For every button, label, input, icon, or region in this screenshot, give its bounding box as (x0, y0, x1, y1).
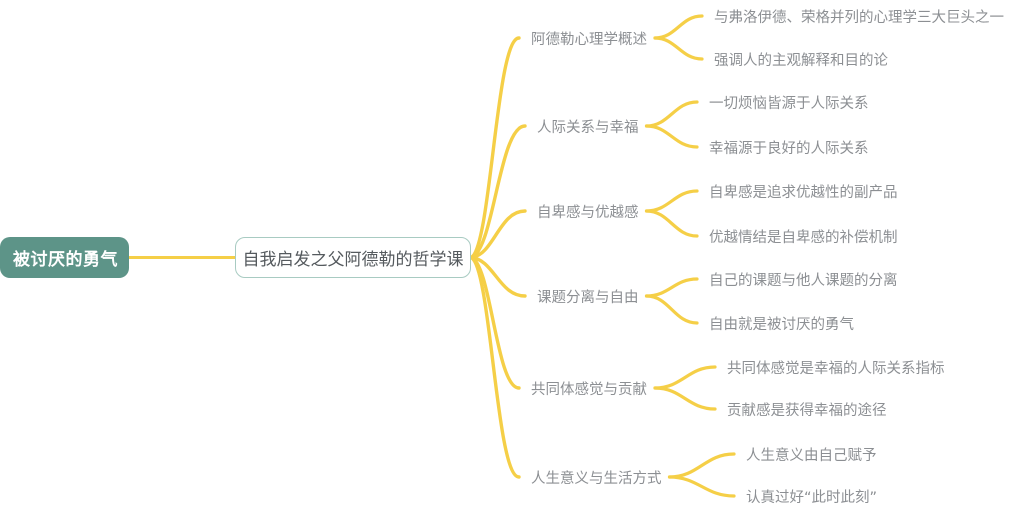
leaf-node-label: 贡献感是获得幸福的途径 (727, 402, 887, 419)
leaf-node[interactable]: 共同体感觉是幸福的人际关系指标 (727, 357, 945, 377)
leaf-node-label: 自卑感是追求优越性的副产品 (709, 184, 898, 201)
connector-path (644, 277, 699, 298)
connector-path (469, 124, 527, 260)
connector-path (644, 189, 699, 213)
topic-node-label: 阿德勒心理学概述 (531, 31, 647, 48)
leaf-node-label: 优越情结是自卑感的补偿机制 (709, 229, 898, 246)
main-node-label: 自我启发之父阿德勒的哲学课 (242, 250, 464, 270)
leaf-node[interactable]: 自卑感是追求优越性的副产品 (709, 181, 898, 201)
leaf-node[interactable]: 贡献感是获得幸福的途径 (727, 399, 887, 419)
connector-path (644, 209, 699, 238)
topic-node[interactable]: 阿德勒心理学概述 (531, 28, 647, 48)
connector-path (653, 14, 704, 40)
connector-path (644, 294, 699, 325)
topic-node-label: 自卑感与优越感 (537, 204, 639, 221)
leaf-node[interactable]: 一切烦恼皆源于人际关系 (709, 92, 869, 112)
connector-path (469, 36, 521, 260)
connector-path (653, 386, 717, 411)
connector-path (667, 452, 736, 479)
topic-node[interactable]: 自卑感与优越感 (537, 201, 639, 221)
connector-path (653, 36, 704, 61)
topic-node-label: 人生意义与生活方式 (531, 470, 662, 487)
connector-path (644, 100, 699, 128)
topic-node[interactable]: 课题分离与自由 (537, 286, 639, 306)
leaf-node[interactable]: 人生意义由自己赋予 (746, 444, 877, 464)
connector-path (644, 124, 699, 149)
connector-path (653, 365, 717, 390)
topic-node-label: 课题分离与自由 (537, 289, 639, 306)
leaf-node-label: 强调人的主观解释和目的论 (714, 52, 888, 69)
connector-path (469, 255, 521, 390)
leaf-node[interactable]: 优越情结是自卑感的补偿机制 (709, 226, 898, 246)
main-node[interactable]: 自我启发之父阿德勒的哲学课 (235, 237, 471, 278)
leaf-node-label: 自己的课题与他人课题的分离 (709, 272, 898, 289)
connector-path (667, 475, 736, 498)
leaf-node-label: 一切烦恼皆源于人际关系 (709, 95, 869, 112)
connector-path (469, 255, 527, 298)
topic-node[interactable]: 人际关系与幸福 (537, 116, 639, 136)
leaf-node-label: 认真过好“此时此刻” (746, 489, 878, 506)
leaf-node-label: 共同体感觉是幸福的人际关系指标 (727, 360, 945, 377)
connector-path (469, 209, 527, 260)
leaf-node-label: 与弗洛伊德、荣格并列的心理学三大巨头之一 (714, 9, 1004, 26)
leaf-node-label: 自由就是被讨厌的勇气 (709, 316, 854, 333)
leaf-node[interactable]: 认真过好“此时此刻” (746, 486, 877, 506)
leaf-node[interactable]: 自由就是被讨厌的勇气 (709, 313, 854, 333)
connector-path (469, 255, 521, 479)
topic-node[interactable]: 人生意义与生活方式 (531, 467, 662, 487)
root-node[interactable]: 被讨厌的勇气 (0, 237, 129, 278)
leaf-node[interactable]: 自己的课题与他人课题的分离 (709, 269, 898, 289)
leaf-node-label: 幸福源于良好的人际关系 (709, 140, 869, 157)
leaf-node[interactable]: 与弗洛伊德、荣格并列的心理学三大巨头之一 (714, 6, 1004, 26)
leaf-node[interactable]: 幸福源于良好的人际关系 (709, 137, 869, 157)
leaf-node-label: 人生意义由自己赋予 (746, 447, 877, 464)
leaf-node[interactable]: 强调人的主观解释和目的论 (714, 49, 888, 69)
topic-node-label: 共同体感觉与贡献 (531, 381, 647, 398)
topic-node-label: 人际关系与幸福 (537, 119, 639, 136)
root-node-label: 被讨厌的勇气 (13, 250, 118, 270)
topic-node[interactable]: 共同体感觉与贡献 (531, 378, 647, 398)
